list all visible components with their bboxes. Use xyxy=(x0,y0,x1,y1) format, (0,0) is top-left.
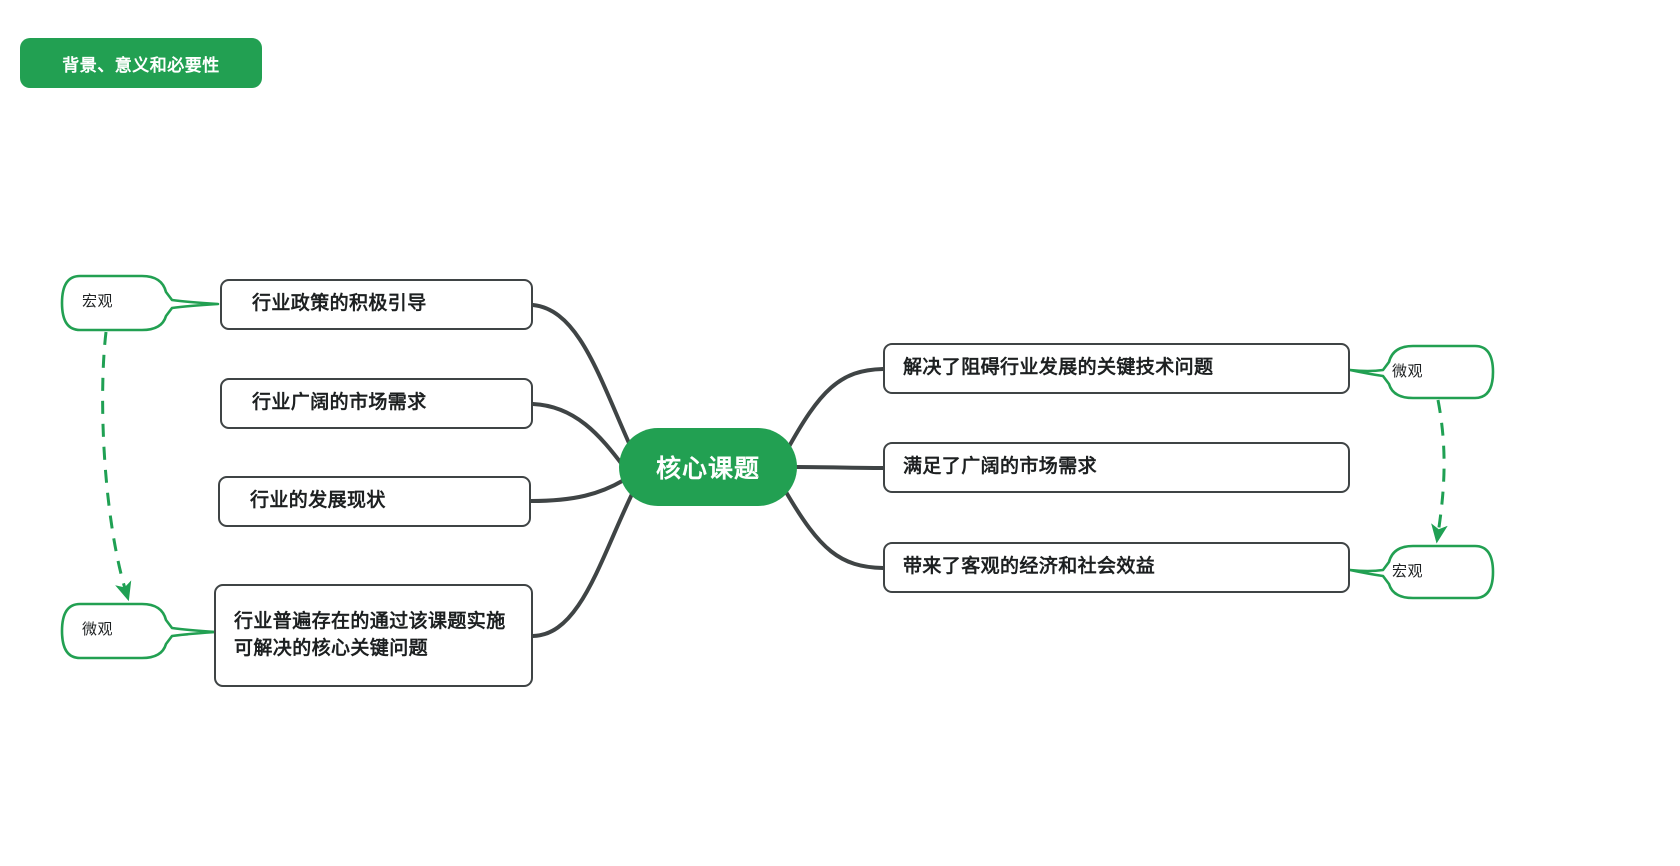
link-center-r3 xyxy=(784,490,885,570)
topic-node-right-2[interactable]: 满足了广阔的市场需求 xyxy=(883,442,1350,493)
callout-right-weiguan-label: 微观 xyxy=(1392,363,1424,380)
page-title: 背景、意义和必要性 xyxy=(62,55,220,75)
callout-right-hongguan-label: 宏观 xyxy=(1392,563,1424,580)
topic-node-left-3[interactable]: 行业的发展现状 xyxy=(218,476,531,527)
topic-node-right-3-label: 带来了客观的经济和社会效益 xyxy=(903,556,1156,578)
topic-node-left-4-label: 行业普遍存在的通过该课题实施可解决的核心关键问题 xyxy=(234,610,506,659)
link-center-r1 xyxy=(784,367,885,454)
relation-arrow-right xyxy=(1431,399,1448,544)
topic-node-left-2[interactable]: 行业广阔的市场需求 xyxy=(220,378,533,429)
page-title-pill[interactable]: 背景、意义和必要性 xyxy=(20,38,262,88)
callout-left-weiguan-label: 微观 xyxy=(82,621,114,638)
link-center-l4 xyxy=(531,490,635,638)
link-center-l1 xyxy=(531,303,635,454)
link-center-r2 xyxy=(795,465,885,470)
relation-arrow-left xyxy=(101,331,132,602)
callout-left-weiguan[interactable]: 微观 xyxy=(62,602,113,638)
topic-node-left-1[interactable]: 行业政策的积极引导 xyxy=(220,279,533,330)
callout-right-hongguan[interactable]: 宏观 xyxy=(1372,544,1423,580)
topic-node-right-1[interactable]: 解决了阻碍行业发展的关键技术问题 xyxy=(883,343,1350,394)
callout-left-hongguan[interactable]: 宏观 xyxy=(62,274,113,310)
link-center-l2 xyxy=(531,402,626,469)
center-node-label: 核心课题 xyxy=(655,455,760,483)
topic-node-right-2-label: 满足了广阔的市场需求 xyxy=(903,456,1098,478)
callout-left-hongguan-label: 宏观 xyxy=(82,293,114,310)
topic-node-right-1-label: 解决了阻碍行业发展的关键技术问题 xyxy=(903,357,1214,379)
center-node[interactable]: 核心课题 xyxy=(619,428,797,506)
topic-node-right-3[interactable]: 带来了客观的经济和社会效益 xyxy=(883,542,1350,593)
link-center-l3 xyxy=(529,478,626,503)
topic-node-left-1-label: 行业政策的积极引导 xyxy=(252,293,427,315)
topic-node-left-3-label: 行业的发展现状 xyxy=(250,490,386,512)
topic-node-left-2-label: 行业广阔的市场需求 xyxy=(252,392,427,414)
callout-right-weiguan[interactable]: 微观 xyxy=(1372,344,1423,380)
topic-node-left-4[interactable]: 行业普遍存在的通过该课题实施可解决的核心关键问题 xyxy=(214,584,533,687)
